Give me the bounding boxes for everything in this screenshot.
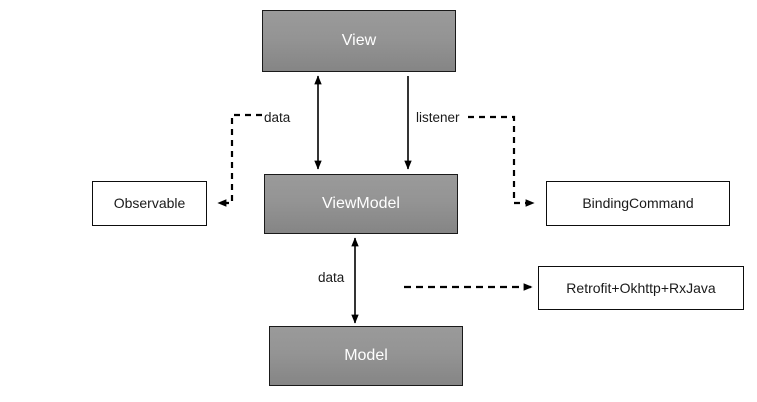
node-view-label: View bbox=[341, 31, 377, 49]
node-observable[interactable]: Observable bbox=[92, 181, 207, 226]
node-viewmodel-label: ViewModel bbox=[322, 194, 400, 212]
node-view[interactable]: View bbox=[262, 10, 456, 72]
edge-label-data-viewmodel-model: data bbox=[318, 270, 345, 285]
node-observable-label: Observable bbox=[113, 195, 186, 212]
edge-data-to-observable bbox=[217, 113, 262, 207]
node-network-stack[interactable]: Retrofit+Okhttp+RxJava bbox=[538, 266, 744, 310]
node-model[interactable]: Model bbox=[269, 326, 463, 386]
node-viewmodel[interactable]: ViewModel bbox=[264, 174, 458, 234]
node-binding-command[interactable]: BindingCommand bbox=[546, 181, 730, 226]
edge-label-data-view-viewmodel: data bbox=[264, 110, 291, 125]
edge-listener-to-binding-command bbox=[468, 115, 535, 207]
node-binding-command-label: BindingCommand bbox=[582, 195, 694, 212]
node-network-stack-label: Retrofit+Okhttp+RxJava bbox=[566, 279, 716, 296]
node-model-label: Model bbox=[344, 346, 388, 364]
edge-label-listener: listener bbox=[416, 110, 460, 125]
